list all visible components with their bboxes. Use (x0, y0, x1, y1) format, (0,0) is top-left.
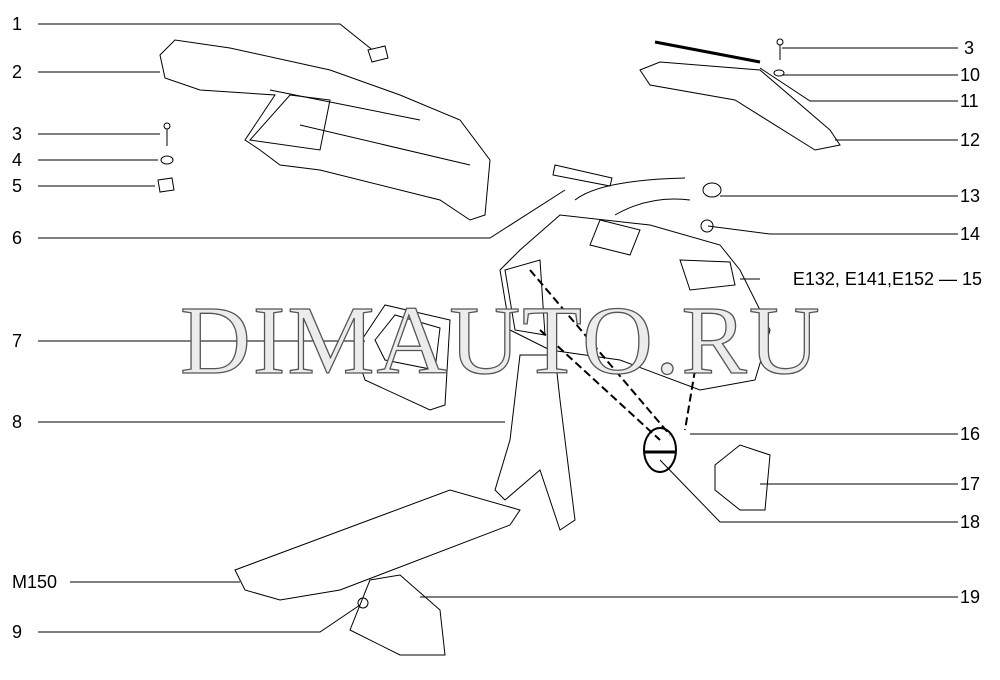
callout-3-right: 3 (964, 38, 975, 58)
duct-part-8 (494, 354, 576, 531)
nut-part-14 (700, 219, 714, 233)
watermark: DIMAUTO.RU (179, 286, 822, 395)
vent-part-17 (714, 444, 771, 511)
vent-part-7 (354, 304, 451, 411)
callout-11: 11 (960, 91, 979, 111)
washer-part-16 (643, 427, 677, 473)
callout-10: 10 (960, 65, 981, 85)
nut-part-9 (357, 597, 369, 609)
callout-5: 5 (12, 176, 23, 196)
clamp-part-13 (702, 182, 722, 198)
dashboard-panel (159, 39, 491, 221)
callout-12: 12 (960, 130, 981, 150)
callout-8: 8 (12, 412, 23, 432)
floor-duct-part-M150 (234, 489, 521, 601)
callout-17: 17 (960, 474, 981, 494)
callout-M150: M150 (12, 572, 58, 592)
heater-unit-part-15 (499, 177, 771, 391)
callout-18: 18 (960, 512, 981, 532)
seal-strip-part-11 (654, 40, 761, 64)
callout-2: 2 (12, 62, 23, 82)
cover-part-19 (349, 574, 446, 656)
callout-15: E132, E141,E152 — 15 (792, 269, 982, 289)
screw-part-3-right (776, 38, 784, 60)
callout-6: 6 (12, 228, 23, 248)
screw-part-3 (163, 122, 171, 146)
callout-4: 4 (12, 150, 23, 170)
clip-part-5 (157, 177, 175, 193)
callout-1: 1 (12, 14, 23, 34)
callout-19: 19 (960, 587, 981, 607)
callout-14: 14 (960, 224, 981, 244)
cable-tie-part-6 (552, 164, 613, 187)
callout-16: 16 (960, 424, 981, 444)
washer-part-10 (773, 69, 785, 77)
callout-13: 13 (960, 186, 981, 206)
callout-7: 7 (12, 331, 23, 351)
callout-9: 9 (12, 622, 23, 642)
nut-part-4 (160, 155, 174, 165)
callout-3: 3 (12, 124, 23, 144)
leader-lines (38, 23, 958, 633)
cowl-panel-part-12 (639, 61, 841, 151)
assembly-lines (529, 269, 696, 441)
clip-part-1 (367, 45, 389, 63)
